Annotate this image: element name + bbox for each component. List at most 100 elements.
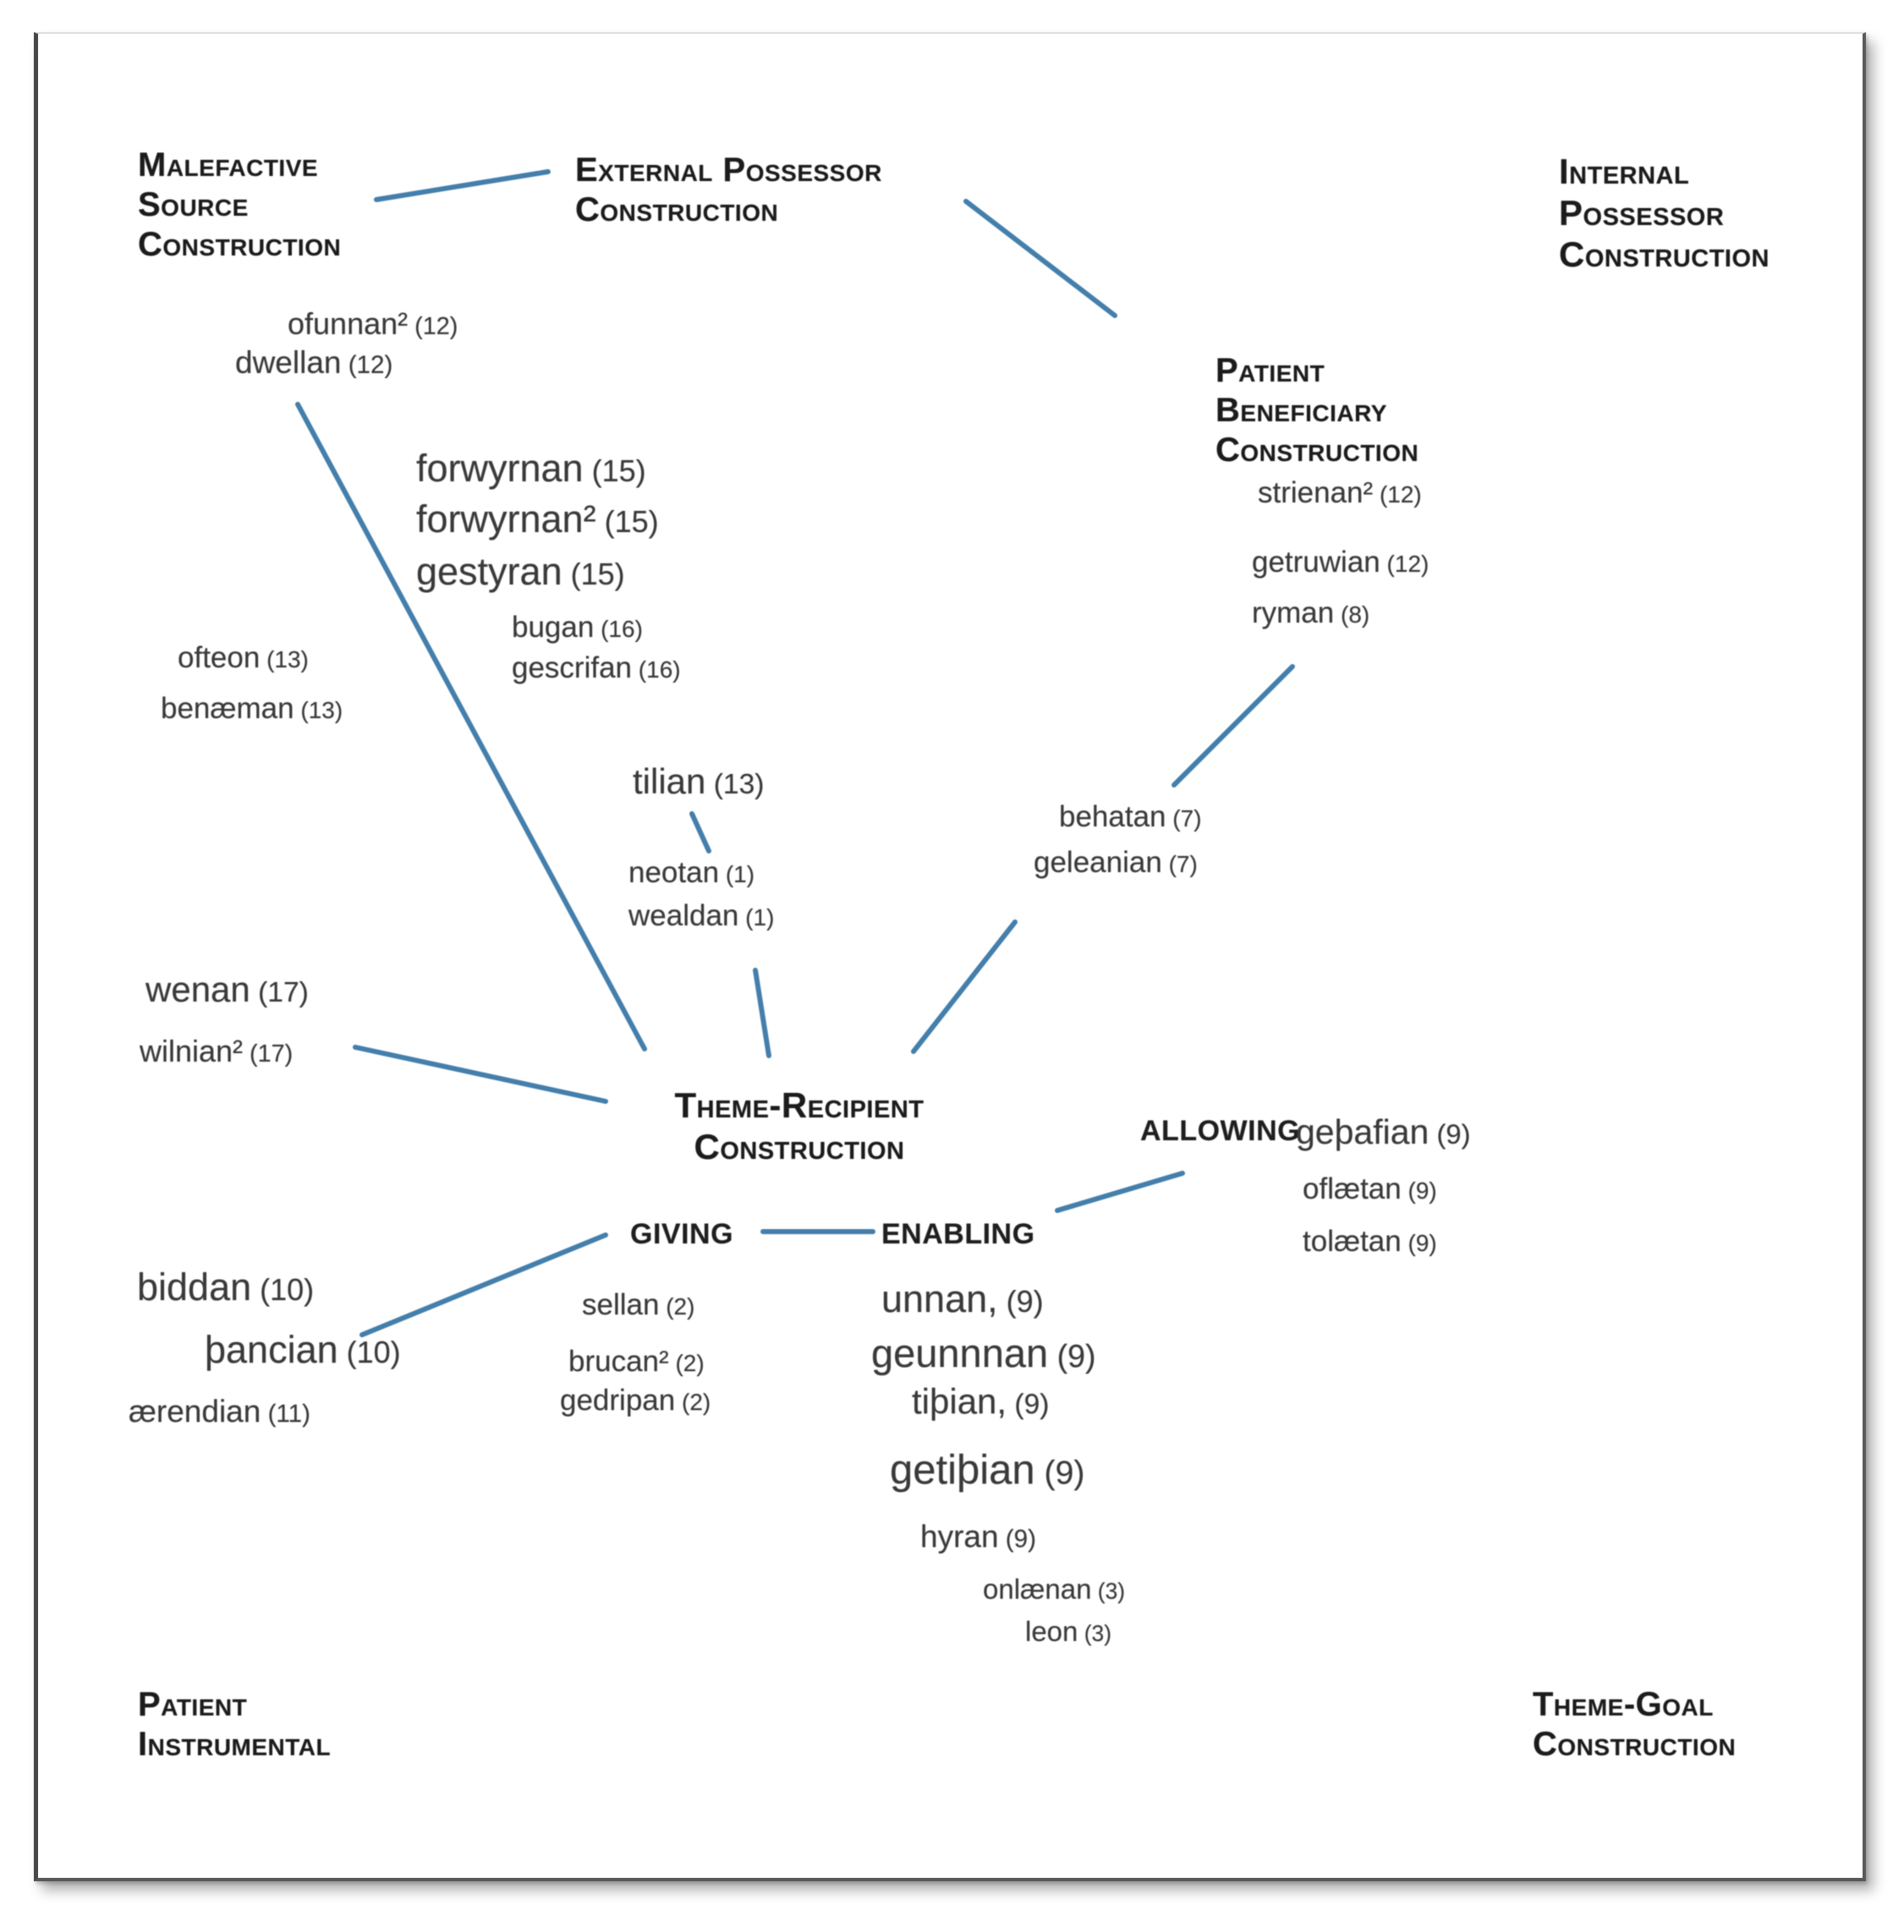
verb-label-tilian: tilian (13) [633, 761, 764, 802]
verb-name: gescrifan [512, 651, 633, 684]
verb-label-wealdan: wealdan (1) [628, 899, 774, 933]
relation-line-geleanian-themerecipient [911, 919, 1018, 1054]
construction-label-line: Theme-Recipient [674, 1085, 925, 1125]
verb-count: (9) [1034, 1455, 1085, 1491]
category-label-allowing: ALLOWING [1140, 1115, 1301, 1147]
verb-count: (3) [1091, 1578, 1126, 1604]
construction-label-line: Construction [694, 1127, 905, 1167]
verb-label-toltan: tolætan (9) [1303, 1225, 1437, 1259]
verb-label-ofunnan: ofunnan² (12) [288, 306, 458, 342]
relation-line-external-patientben [963, 199, 1117, 318]
verb-label-bugan: bugan (16) [512, 611, 643, 645]
verb-label-biddan: biddan (10) [137, 1265, 314, 1309]
construction-label-line: Source [138, 185, 249, 223]
construction-label-line: Patient [1215, 352, 1325, 389]
verb-name: brucan² [568, 1345, 669, 1378]
verb-count: (9) [998, 1525, 1036, 1553]
verb-label-ancian: þancian (10) [205, 1328, 401, 1372]
verb-label-forwyrnan: forwyrnan (15) [416, 447, 646, 491]
verb-count: (13) [260, 646, 309, 672]
verb-name: forwyrnan [416, 447, 584, 490]
relation-line-wilnian-themerecipient [353, 1045, 608, 1104]
verb-name: geleanian [1034, 846, 1162, 879]
verb-name: behatan [1059, 800, 1166, 833]
construction-label-line: Construction [1215, 431, 1419, 469]
verb-label-leon: leon (3) [1025, 1616, 1111, 1648]
verb-count: (7) [1166, 805, 1202, 832]
category-label-giving: GIVING [630, 1218, 734, 1250]
construction-label-line: Instrumental [138, 1725, 332, 1763]
verb-name: gedripan [560, 1384, 676, 1417]
verb-count: (10) [251, 1272, 315, 1307]
verb-name: getiþian [890, 1447, 1035, 1493]
verb-count: (2) [668, 1350, 705, 1376]
verb-count: (17) [250, 977, 309, 1008]
construction-label-line: Construction [1533, 1725, 1737, 1763]
verb-count: (12) [341, 351, 393, 379]
relation-line-enabling-allowing [1055, 1171, 1185, 1213]
verb-count: (1) [719, 861, 755, 887]
relation-line-ryman-behatan [1171, 664, 1295, 788]
verb-name: dwellan [235, 345, 342, 380]
verb-label-strienan: strienan² (12) [1258, 476, 1422, 510]
verb-name: leon [1025, 1616, 1078, 1647]
verb-label-geafian: geþafian (9) [1296, 1112, 1471, 1152]
verb-label-geleanian: geleanian (7) [1034, 846, 1198, 880]
verb-label-gescrifan: gescrifan (16) [512, 651, 681, 685]
verb-count: (13) [294, 697, 343, 723]
verb-name: ofunnan² [288, 306, 409, 341]
verb-label-ofltan: oflætan (9) [1303, 1172, 1437, 1206]
verb-label-brucan: brucan² (2) [568, 1345, 705, 1379]
verb-label-unnan: unnan, (9) [881, 1277, 1044, 1321]
verb-count: (8) [1334, 601, 1370, 628]
verb-label-wenan: wenan (17) [145, 969, 309, 1010]
verb-label-ryman: ryman (8) [1252, 596, 1369, 630]
verb-label-getruwian: getruwian (12) [1252, 546, 1429, 579]
verb-name: neotan [628, 856, 720, 889]
verb-name: wealdan [628, 899, 739, 932]
verb-label-wilnian: wilnian² (17) [140, 1034, 293, 1069]
verb-label-gestyran: gestyran (15) [416, 550, 625, 594]
verb-name: bugan [512, 611, 595, 644]
verb-label-hyran: hyran (9) [920, 1519, 1036, 1555]
verb-label-gedripan: gedripan (2) [560, 1384, 711, 1418]
verb-count: (17) [243, 1040, 294, 1068]
verb-count: (15) [595, 504, 659, 539]
verb-label-rendian: ærendian (11) [129, 1394, 310, 1430]
relation-line-thancian-giving [359, 1232, 608, 1337]
verb-count: (2) [675, 1389, 711, 1415]
verb-name: sellan [582, 1288, 660, 1321]
verb-name: biddan [137, 1265, 252, 1309]
verb-name: ofteon [178, 641, 261, 674]
construction-label-line: Possessor [1559, 193, 1725, 233]
construction-label-line: Construction [138, 225, 342, 263]
relation-line-malefactive-external [374, 169, 551, 202]
construction-label-line: External Possessor [575, 151, 882, 189]
category-label-enabling: ENABLING [881, 1218, 1035, 1250]
verb-count: (12) [408, 313, 458, 340]
verb-label-tiian: tiþian, (9) [912, 1381, 1049, 1422]
verb-count: (3) [1078, 1621, 1111, 1646]
verb-count: (9) [1429, 1118, 1471, 1150]
verb-count: (15) [583, 453, 646, 488]
verb-count: (10) [337, 1335, 401, 1369]
construction-label-line: Theme-Goal [1533, 1686, 1714, 1723]
verb-label-behatan: behatan (7) [1059, 800, 1202, 834]
verb-label-sellan: sellan (2) [582, 1288, 694, 1322]
verb-label-onlnan: onlænan (3) [983, 1573, 1125, 1605]
verb-name: onlænan [983, 1573, 1092, 1605]
verb-name: wenan [145, 969, 250, 1009]
verb-name: ryman [1252, 596, 1335, 629]
relation-line-wealdan-themerecipient [753, 968, 771, 1058]
verb-name: hyran [920, 1519, 999, 1554]
verb-name: gestyran [416, 550, 562, 593]
verb-name: unnan, [881, 1277, 998, 1320]
verb-label-benman: benæman (13) [161, 692, 343, 726]
